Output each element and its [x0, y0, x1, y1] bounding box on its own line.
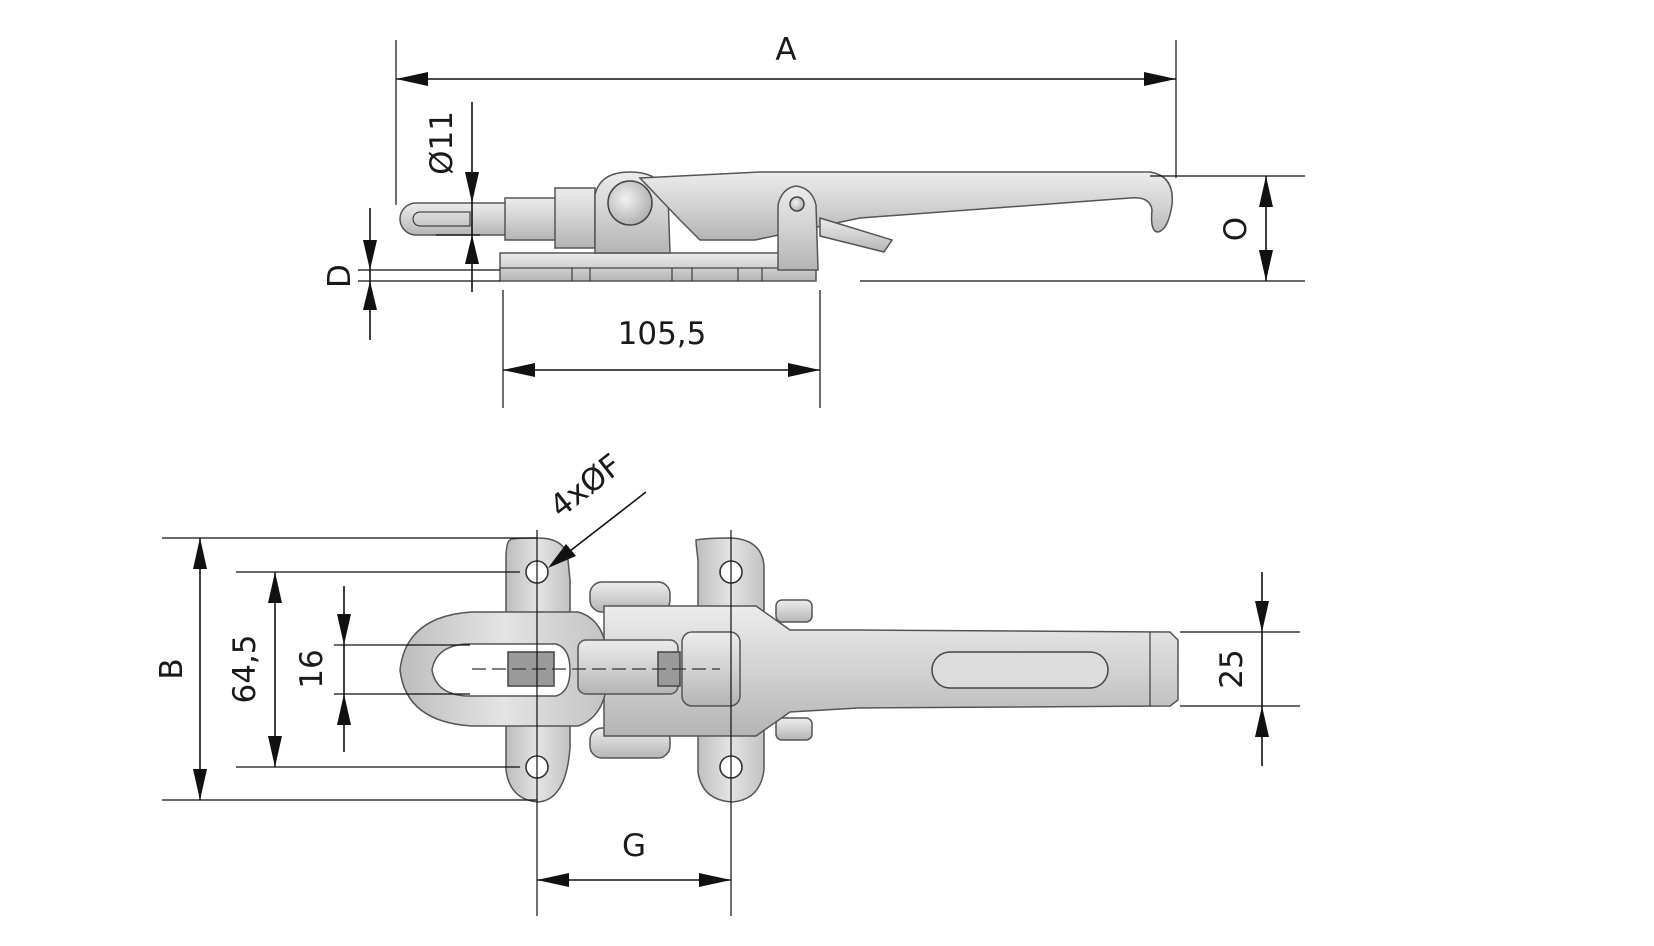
top-view [399, 537, 1179, 803]
side-base-plate [499, 252, 817, 282]
dim-label-A: A [775, 32, 796, 68]
dim-label-B: B [154, 658, 190, 679]
dim-label-64-5: 64,5 [227, 634, 263, 703]
dim-label-G: G [622, 828, 646, 864]
handle-slot [931, 651, 1109, 689]
dim-label-25: 25 [1214, 649, 1250, 688]
side-shackle [399, 187, 596, 249]
dim-label-105-5: 105,5 [618, 316, 707, 352]
top-shackle [399, 611, 741, 727]
side-view [399, 171, 1174, 282]
side-dimensions: A Ø11 D O 105,5 [322, 32, 1305, 408]
dim-label-O: O [1218, 217, 1254, 241]
side-lever [638, 171, 1174, 253]
top-lever [603, 605, 1179, 737]
dim-label-D: D [322, 264, 358, 288]
dim-label-4xOF: 4xØF [543, 447, 628, 525]
dim-label-16: 16 [294, 649, 330, 688]
dim-label-diameter-11: Ø11 [424, 111, 460, 175]
side-latch [777, 185, 819, 271]
